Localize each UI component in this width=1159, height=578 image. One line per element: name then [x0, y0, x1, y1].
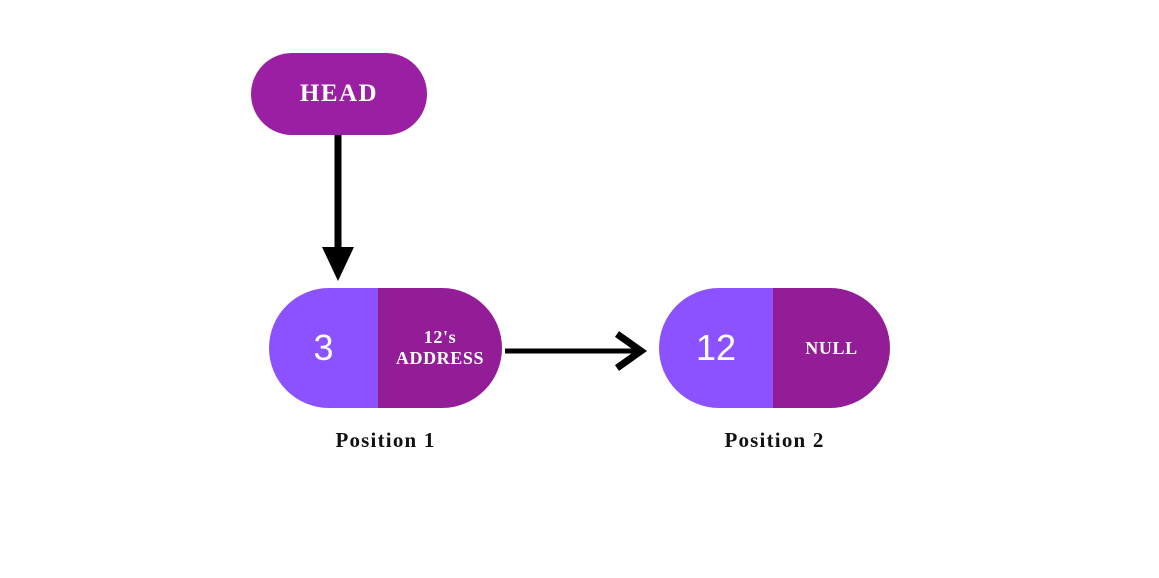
node-1-data-cell: 3	[269, 288, 378, 408]
node-1-data-value: 3	[313, 327, 334, 368]
node-1-next-cell: 12's ADDRESS	[378, 288, 502, 408]
node-1-caption: Position 1	[335, 428, 436, 452]
node-1-next-value: 12's ADDRESS	[390, 327, 490, 368]
node-2-data-value: 12	[695, 327, 737, 368]
node-2-caption: Position 2	[724, 428, 825, 452]
head-label: HEAD	[299, 80, 379, 107]
list-node-2: 12 NULL	[659, 288, 890, 408]
node-2-data-cell: 12	[659, 288, 773, 408]
node-1-next-line-1: 12's	[423, 327, 457, 348]
node-2-next-line-1: NULL	[805, 337, 858, 358]
node-2-next-cell: NULL	[773, 288, 890, 408]
node-2-next-value: NULL	[799, 338, 863, 359]
node-1-next-line-2: ADDRESS	[395, 348, 485, 368]
head-pointer-node: HEAD	[251, 53, 427, 135]
arrow-node-1-to-node-2-icon	[505, 331, 648, 371]
list-node-1: 3 12's ADDRESS	[269, 288, 502, 408]
arrow-head-to-node-1-icon	[322, 135, 354, 281]
